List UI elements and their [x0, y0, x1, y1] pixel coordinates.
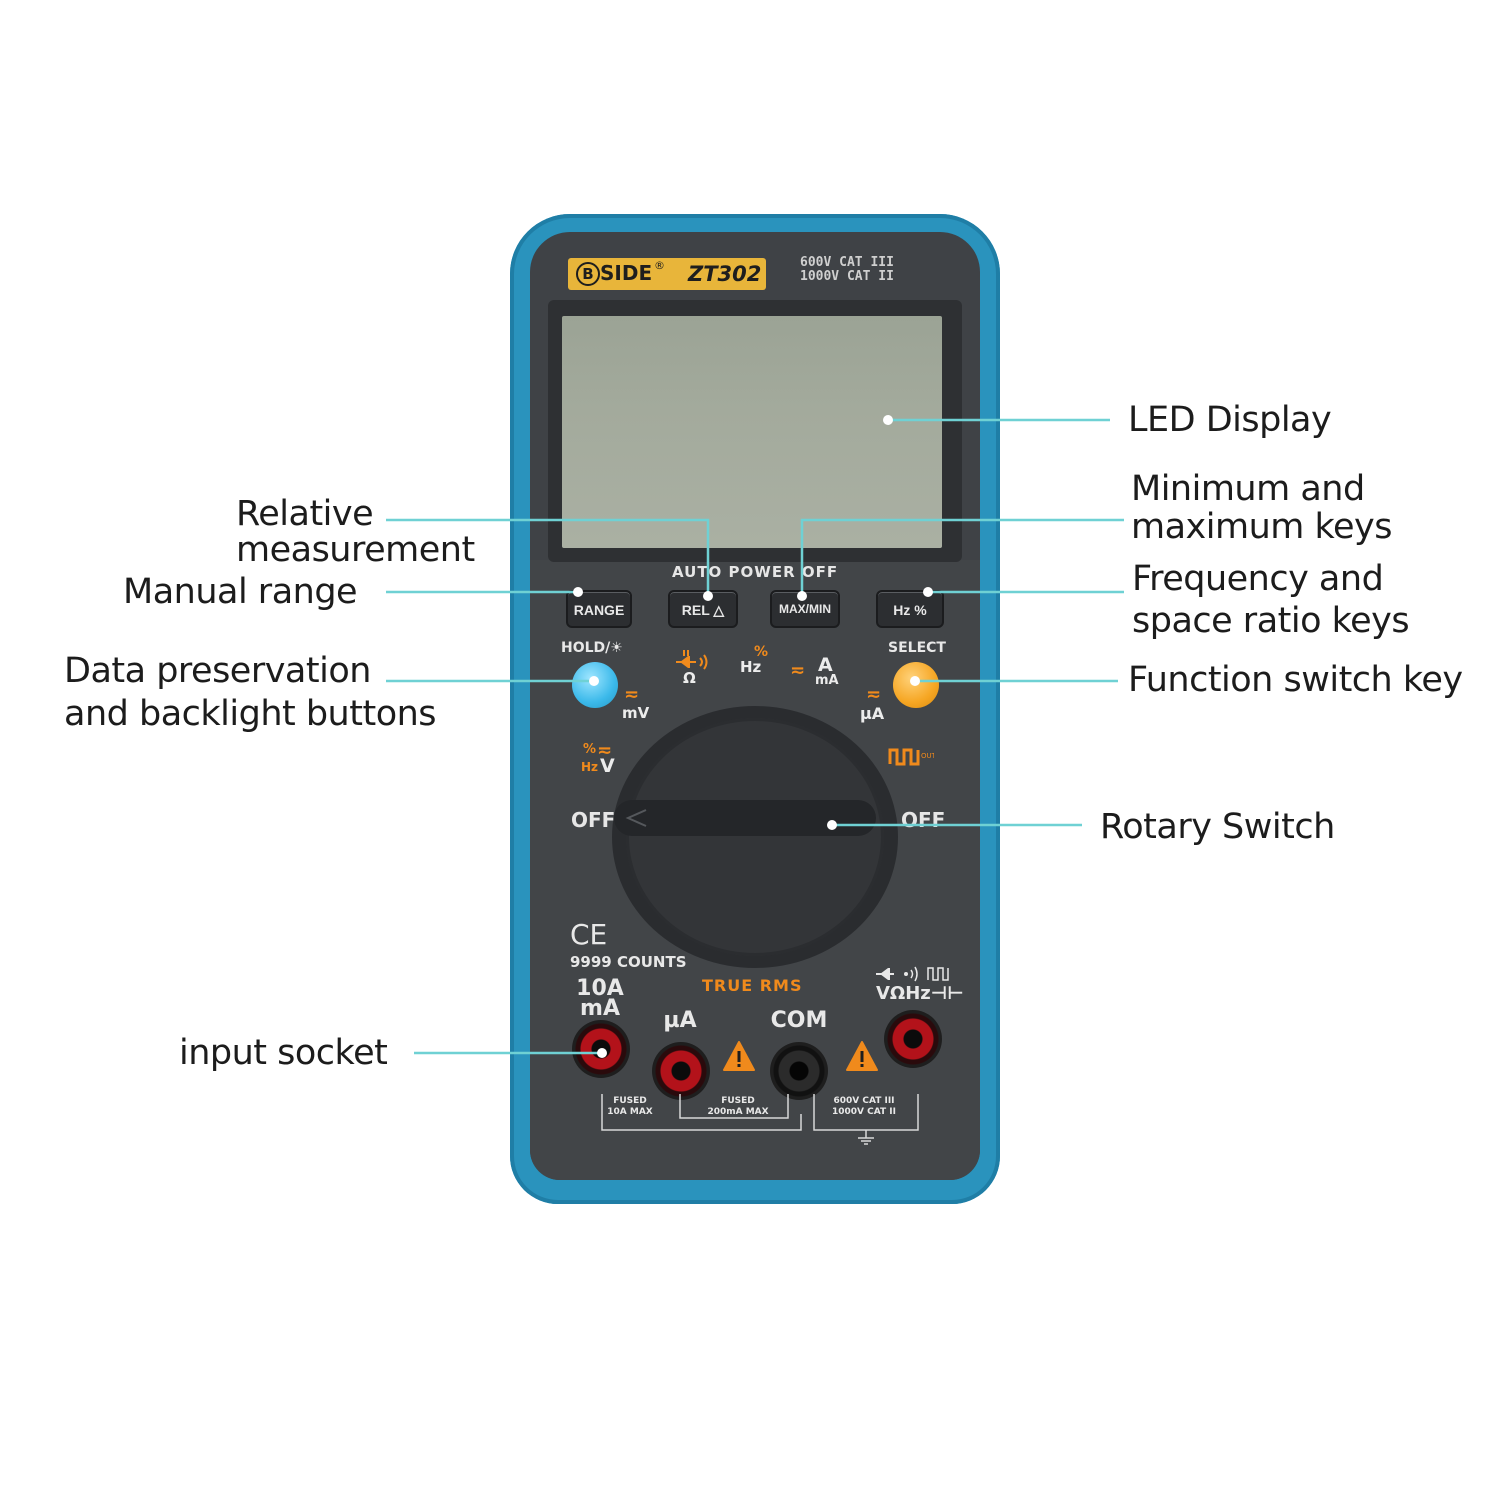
callout-line: maximum keys — [1131, 507, 1392, 547]
true-rms-label: TRUE RMS — [702, 976, 803, 995]
percent-symbol: % — [583, 742, 597, 757]
jack-label-microamp: µA — [663, 1008, 697, 1033]
ac-dc-symbol: ≂ — [790, 660, 806, 681]
milliamp-symbol: mA — [815, 673, 839, 688]
select-label: SELECT — [888, 640, 946, 656]
lcd-display — [562, 316, 942, 548]
amp-symbol: A — [818, 654, 833, 676]
fuse-line: FUSED — [613, 1096, 647, 1106]
diode-continuity-wave-icon — [876, 966, 949, 982]
warning-icon — [723, 1041, 755, 1071]
jack-label-ma: mA — [580, 996, 620, 1021]
volt-symbol: V — [600, 755, 615, 777]
callout-line: Relative — [236, 494, 374, 534]
cat-rating-bottom: 600V CAT III 1000V CAT II — [822, 1096, 906, 1118]
hold-label: HOLD/☀ — [561, 640, 623, 656]
microamp-symbol: µA — [860, 704, 885, 723]
range-key-label: RANGE — [573, 602, 625, 618]
ac-dc-symbol: ≂ — [624, 684, 640, 705]
hz-symbol: Hz — [740, 658, 762, 676]
ac-dc-symbol: ≂ — [597, 740, 613, 761]
callout-line: Data preservation — [64, 651, 371, 691]
registered-mark: ® — [654, 259, 665, 272]
hz-symbol: Hz — [581, 760, 599, 774]
auto-power-off-label: AUTO POWER OFF — [672, 563, 839, 581]
diode-continuity-icon — [676, 650, 708, 670]
fuse-line: 200mA MAX — [707, 1107, 769, 1117]
fuse-10a-text: FUSED 10A MAX — [602, 1096, 658, 1118]
callout-min-max-keys: Minimum and maximum keys — [1131, 470, 1392, 546]
ac-dc-symbol: ≂ — [866, 684, 882, 705]
callout-led-display: LED Display — [1128, 400, 1332, 440]
millivolt-symbol: mV — [622, 704, 650, 722]
ce-mark: CE — [570, 918, 608, 951]
callout-data-preservation: Data preservation and backlight buttons — [64, 650, 437, 736]
callout-line: and backlight buttons — [64, 694, 437, 734]
jack-label-10a: 10A — [576, 976, 624, 1001]
svg-text:OUT: OUT — [921, 752, 934, 760]
callout-manual-range: Manual range — [123, 572, 358, 612]
ohm-symbol: Ω — [683, 669, 696, 687]
model-number: ZT302 — [688, 262, 762, 286]
callout-function-switch: Function switch key — [1128, 660, 1463, 700]
callout-frequency-keys: Frequency and space ratio keys — [1132, 558, 1410, 642]
jack-microamp[interactable] — [652, 1042, 710, 1100]
warning-icon — [846, 1041, 878, 1071]
square-wave-icon: OUT — [888, 748, 934, 766]
off-label-left: OFF — [571, 808, 616, 832]
cat-rating-top: 600V CAT III 1000V CAT II — [800, 256, 894, 284]
fuse-line: FUSED — [721, 1096, 755, 1106]
rotary-switch-pointer[interactable] — [614, 800, 876, 836]
fuse-brackets — [601, 1094, 919, 1145]
hz-percent-key-label: Hz % — [893, 602, 927, 618]
brand-logo: B — [576, 262, 600, 286]
callout-line: measurement — [236, 530, 475, 570]
fuse-line: 10A MAX — [607, 1107, 653, 1117]
jack-com[interactable] — [770, 1042, 828, 1100]
callout-line: Frequency and — [1132, 559, 1384, 599]
pointer-arrow-icon — [625, 809, 647, 827]
callout-rotary-switch: Rotary Switch — [1100, 807, 1335, 847]
jack-label-com: COM — [770, 1008, 828, 1033]
max-min-key[interactable] — [770, 590, 840, 628]
callout-line: Minimum and — [1131, 469, 1365, 509]
percent-symbol: % — [754, 644, 769, 660]
rotary-switch[interactable] — [626, 718, 884, 956]
cat-rating-line: 600V CAT III — [800, 255, 894, 270]
rel-key[interactable] — [668, 590, 738, 628]
cat-rating-line: 600V CAT III — [833, 1096, 895, 1106]
cat-rating-line: 1000V CAT II — [800, 269, 894, 284]
callout-input-socket: input socket — [179, 1033, 388, 1073]
hz-percent-key[interactable] — [876, 590, 944, 628]
callout-line: space ratio keys — [1132, 601, 1410, 641]
off-label-right: OFF — [901, 808, 946, 832]
brand-name: SIDE — [600, 261, 653, 285]
jack-label-volt: VΩHz⊣⊢ — [876, 983, 964, 1004]
jack-volt-ohm-hz[interactable] — [884, 1010, 942, 1068]
brand-plate — [568, 258, 766, 290]
callout-relative-measurement: Relative measurement — [236, 496, 475, 568]
fuse-200ma-text: FUSED 200mA MAX — [698, 1096, 778, 1118]
max-min-key-label: MAX/MIN — [779, 602, 831, 616]
cat-rating-line: 1000V CAT II — [832, 1107, 896, 1117]
counts-label: 9999 COUNTS — [570, 953, 687, 971]
rel-key-label: REL △ — [681, 602, 725, 618]
